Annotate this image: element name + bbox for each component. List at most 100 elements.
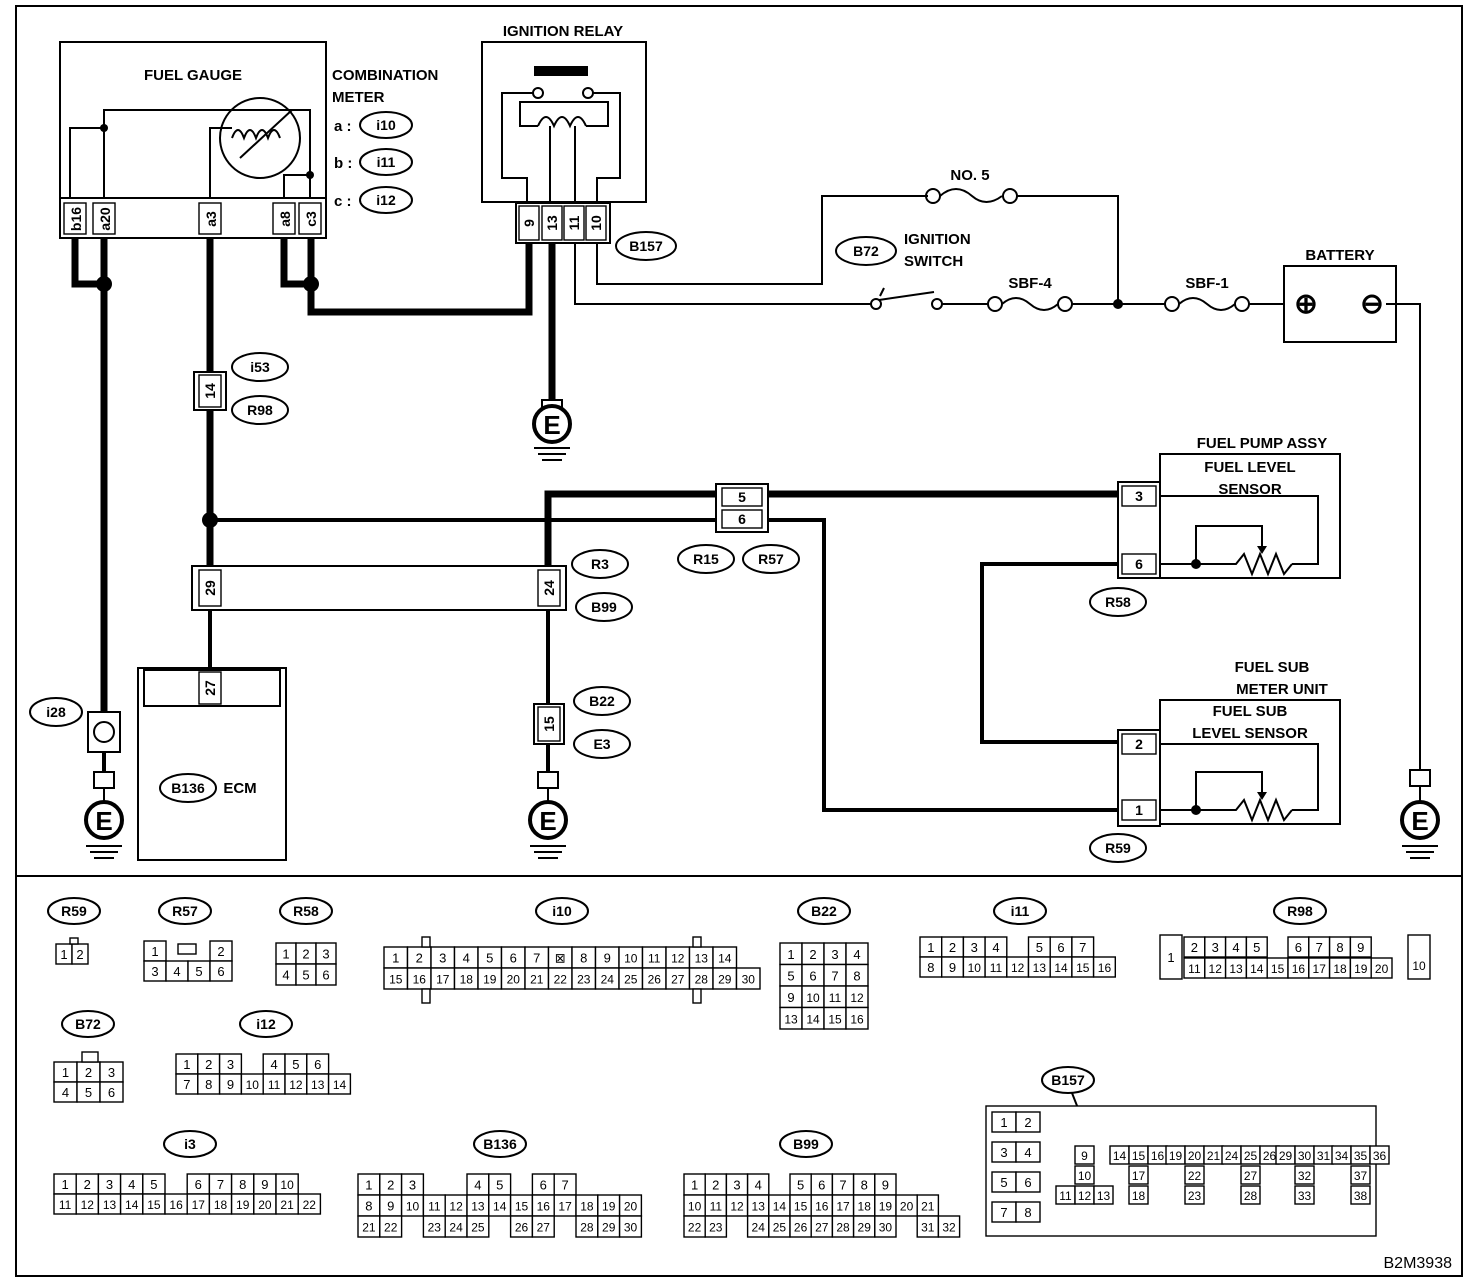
pin-number: 5 (195, 964, 202, 979)
i53-pin-14: 14 (202, 383, 218, 399)
pin-number: 19 (1354, 962, 1368, 976)
connector-view-title: i11 (993, 897, 1047, 925)
sbf4-fuse-icon (1001, 297, 1059, 311)
pin-number: 15 (1076, 961, 1090, 975)
pin-number: 3 (439, 951, 446, 966)
pin-number: 10 (806, 991, 820, 1005)
pin-number: 5 (1253, 940, 1260, 955)
pin-number: 3 (322, 947, 329, 962)
pin-number: 8 (365, 1199, 372, 1214)
pin-number: 11 (59, 1198, 72, 1212)
pin-number: 9 (387, 1199, 394, 1214)
pin-number: 17 (1313, 962, 1327, 976)
ground-icon: E (528, 771, 568, 859)
fuel-sub-level-label-2: LEVEL SENSOR (1192, 725, 1308, 742)
pin-number: 5 (787, 968, 794, 983)
pin-number: 28 (1244, 1189, 1258, 1203)
fuel-sub-meter-unit: FUEL SUB METER UNIT FUEL SUB LEVEL SENSO… (1117, 659, 1341, 827)
pin-number: 15 (828, 1012, 842, 1026)
pin-number: 8 (1336, 940, 1343, 955)
wire-meter-to-relay-9 (307, 243, 533, 316)
pin-number: 3 (1212, 940, 1219, 955)
ground-icon: E (1400, 769, 1440, 859)
fuel-sub-level-resistor-icon (1160, 797, 1293, 823)
pin-a3: a3 (203, 211, 219, 227)
pin-number: 25 (471, 1221, 485, 1235)
pin-number: 14 (1250, 962, 1264, 976)
pin-number: 8 (580, 951, 587, 966)
meter-conn-id-a: i10 (376, 117, 396, 133)
pin-number: 9 (787, 990, 794, 1005)
pin-number: 1 (60, 947, 67, 962)
battery: BATTERY ⊕ ⊖ (1283, 247, 1397, 343)
pin-number: 1 (61, 1177, 68, 1192)
pin-number: 15 (389, 973, 403, 987)
r15-pin-6: 6 (738, 511, 746, 527)
pin-number: 6 (510, 951, 517, 966)
connector-view-id: B72 (75, 1016, 101, 1032)
pin-number: 5 (150, 1177, 157, 1192)
b72-connector-id: B72 (853, 243, 879, 259)
pin-number: 21 (530, 973, 544, 987)
pin-number: 10 (406, 1200, 420, 1214)
pin-number: 8 (239, 1177, 246, 1192)
pin-number: 7 (831, 968, 838, 983)
ground-icon: E (532, 399, 572, 461)
pin-number: 2 (302, 947, 309, 962)
r3-connector-id: R3 (591, 556, 609, 572)
pin-number: 13 (752, 1200, 766, 1214)
fuse-no5-icon (939, 188, 1003, 203)
ground-icon: E (84, 771, 124, 859)
pin-number: 1 (365, 1178, 372, 1193)
pin-number: 14 (773, 1200, 787, 1214)
connector-view-id: B157 (1051, 1072, 1085, 1088)
meter-conn-key-c: c : (334, 193, 352, 210)
pin-number: 6 (108, 1085, 115, 1100)
r58-connector-id: R58 (1105, 594, 1131, 610)
r3-pin-29: 29 (202, 580, 218, 596)
pin-number: 24 (752, 1221, 766, 1235)
pin-number: 23 (1188, 1189, 1202, 1203)
pin-number: 4 (173, 964, 180, 979)
fuel-gauge-label: FUEL GAUGE (144, 67, 242, 84)
wire-relay-10-to-fuse (596, 195, 928, 285)
b157-connector-id: B157 (629, 238, 663, 254)
pin-number: 18 (580, 1200, 594, 1214)
ecm-label: ECM (223, 780, 256, 797)
pin-number: 2 (84, 1177, 91, 1192)
pin-number: 7 (183, 1077, 190, 1092)
pin-number: 12 (850, 991, 864, 1005)
pin-number: 5 (496, 1178, 503, 1193)
pin-number: 10 (1412, 959, 1426, 973)
connector-view-id: R57 (172, 903, 198, 919)
pin-number: 25 (773, 1221, 787, 1235)
pin-number: 14 (125, 1198, 139, 1212)
pin-number: 11 (829, 991, 842, 1005)
b99-connector-id: B99 (591, 599, 617, 615)
pin-number: 30 (742, 973, 756, 987)
relay-pin-11: 11 (566, 215, 582, 230)
pin-number: 3 (733, 1178, 740, 1193)
connector-view-id: i10 (552, 903, 572, 919)
pin-number: 36 (1373, 1149, 1387, 1163)
pin-number: 12 (449, 1200, 463, 1214)
connector-view-id: R59 (61, 903, 87, 919)
pin-number: 13 (103, 1198, 117, 1212)
meter-conn-id-b: i11 (377, 154, 396, 170)
b22-connector-id: B22 (589, 693, 615, 709)
pin-number: 12 (1209, 962, 1223, 976)
pin-number: 12 (81, 1198, 95, 1212)
combination-meter-label-2: METER (332, 89, 385, 106)
pin-number: 1 (927, 940, 934, 955)
r98-connector-id: R98 (247, 402, 273, 418)
pin-number: 13 (1229, 962, 1243, 976)
pin-number: 22 (1188, 1169, 1202, 1183)
pin-number: 2 (205, 1057, 212, 1072)
pin-number: 31 (1317, 1149, 1331, 1163)
pin-number: 16 (1098, 961, 1112, 975)
